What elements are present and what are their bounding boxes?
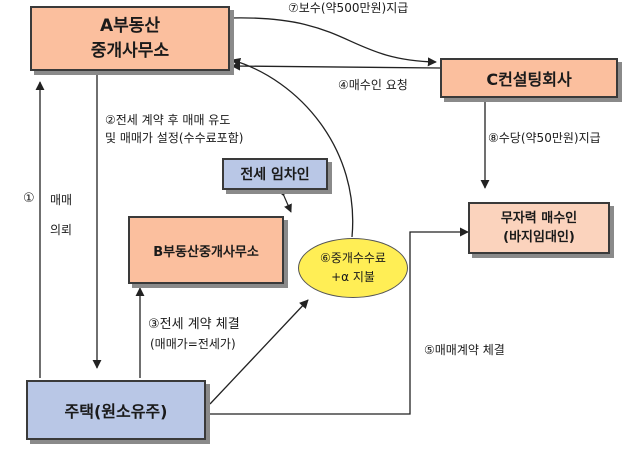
- step1-label-b: 의뢰: [50, 223, 73, 237]
- fee-line1: ⑥중개수수료: [320, 250, 386, 265]
- tenant-box: 전세 임차인: [222, 158, 328, 190]
- arrow-step4: [231, 61, 441, 71]
- step8-label: ⑧수당(약50만원)지급: [488, 131, 601, 145]
- fee-line2: +α 지불: [331, 270, 375, 284]
- house-owner-box: 주택(원소유주): [26, 380, 206, 440]
- arrow-tenant-b: [277, 187, 292, 213]
- buyer-line2: (바지임대인): [503, 230, 575, 245]
- step3-label-a: ③전세 계약 체결: [148, 317, 240, 332]
- step2-label-a: ②전세 계약 후 매매 유도: [105, 113, 231, 127]
- step3-label-b: (매매가=전세가): [150, 337, 236, 351]
- step5-label: ⑤매매계약 체결: [424, 343, 505, 357]
- a-office-line2: 중개사무소: [90, 40, 170, 61]
- step7-label: ⑦보수(약500만원)지급: [288, 1, 409, 15]
- step2-label-b: 및 매매가 설정(수수료포함): [105, 131, 244, 145]
- arrow-step7: [229, 17, 437, 67]
- insolvent-buyer-box: 무자력 매수인 (바지임대인): [468, 202, 610, 254]
- c-consulting-label: C컨설팅회사: [486, 70, 572, 89]
- a-office-line1: A부동산: [99, 15, 161, 36]
- fee-payment-ellipse: ⑥중개수수료 +α 지불: [298, 238, 408, 298]
- b-realestate-office: B부동산중개사무소: [128, 216, 284, 284]
- house-label: 주택(원소유주): [64, 402, 168, 421]
- arrow-step5: [206, 227, 469, 415]
- buyer-line1: 무자력 매수인: [500, 210, 578, 226]
- step4-label: ④매수인 요청: [338, 78, 408, 92]
- b-office-label: B부동산중개사무소: [153, 244, 259, 260]
- tenant-label: 전세 임차인: [240, 167, 310, 183]
- step1-number: ①: [23, 191, 35, 206]
- a-realestate-office: A부동산 중개사무소: [30, 6, 230, 71]
- arrow-step6: [231, 57, 354, 238]
- arrow-house-fee: [209, 299, 309, 405]
- c-consulting-company: C컨설팅회사: [440, 58, 618, 98]
- step1-label-a: 매매: [50, 193, 73, 207]
